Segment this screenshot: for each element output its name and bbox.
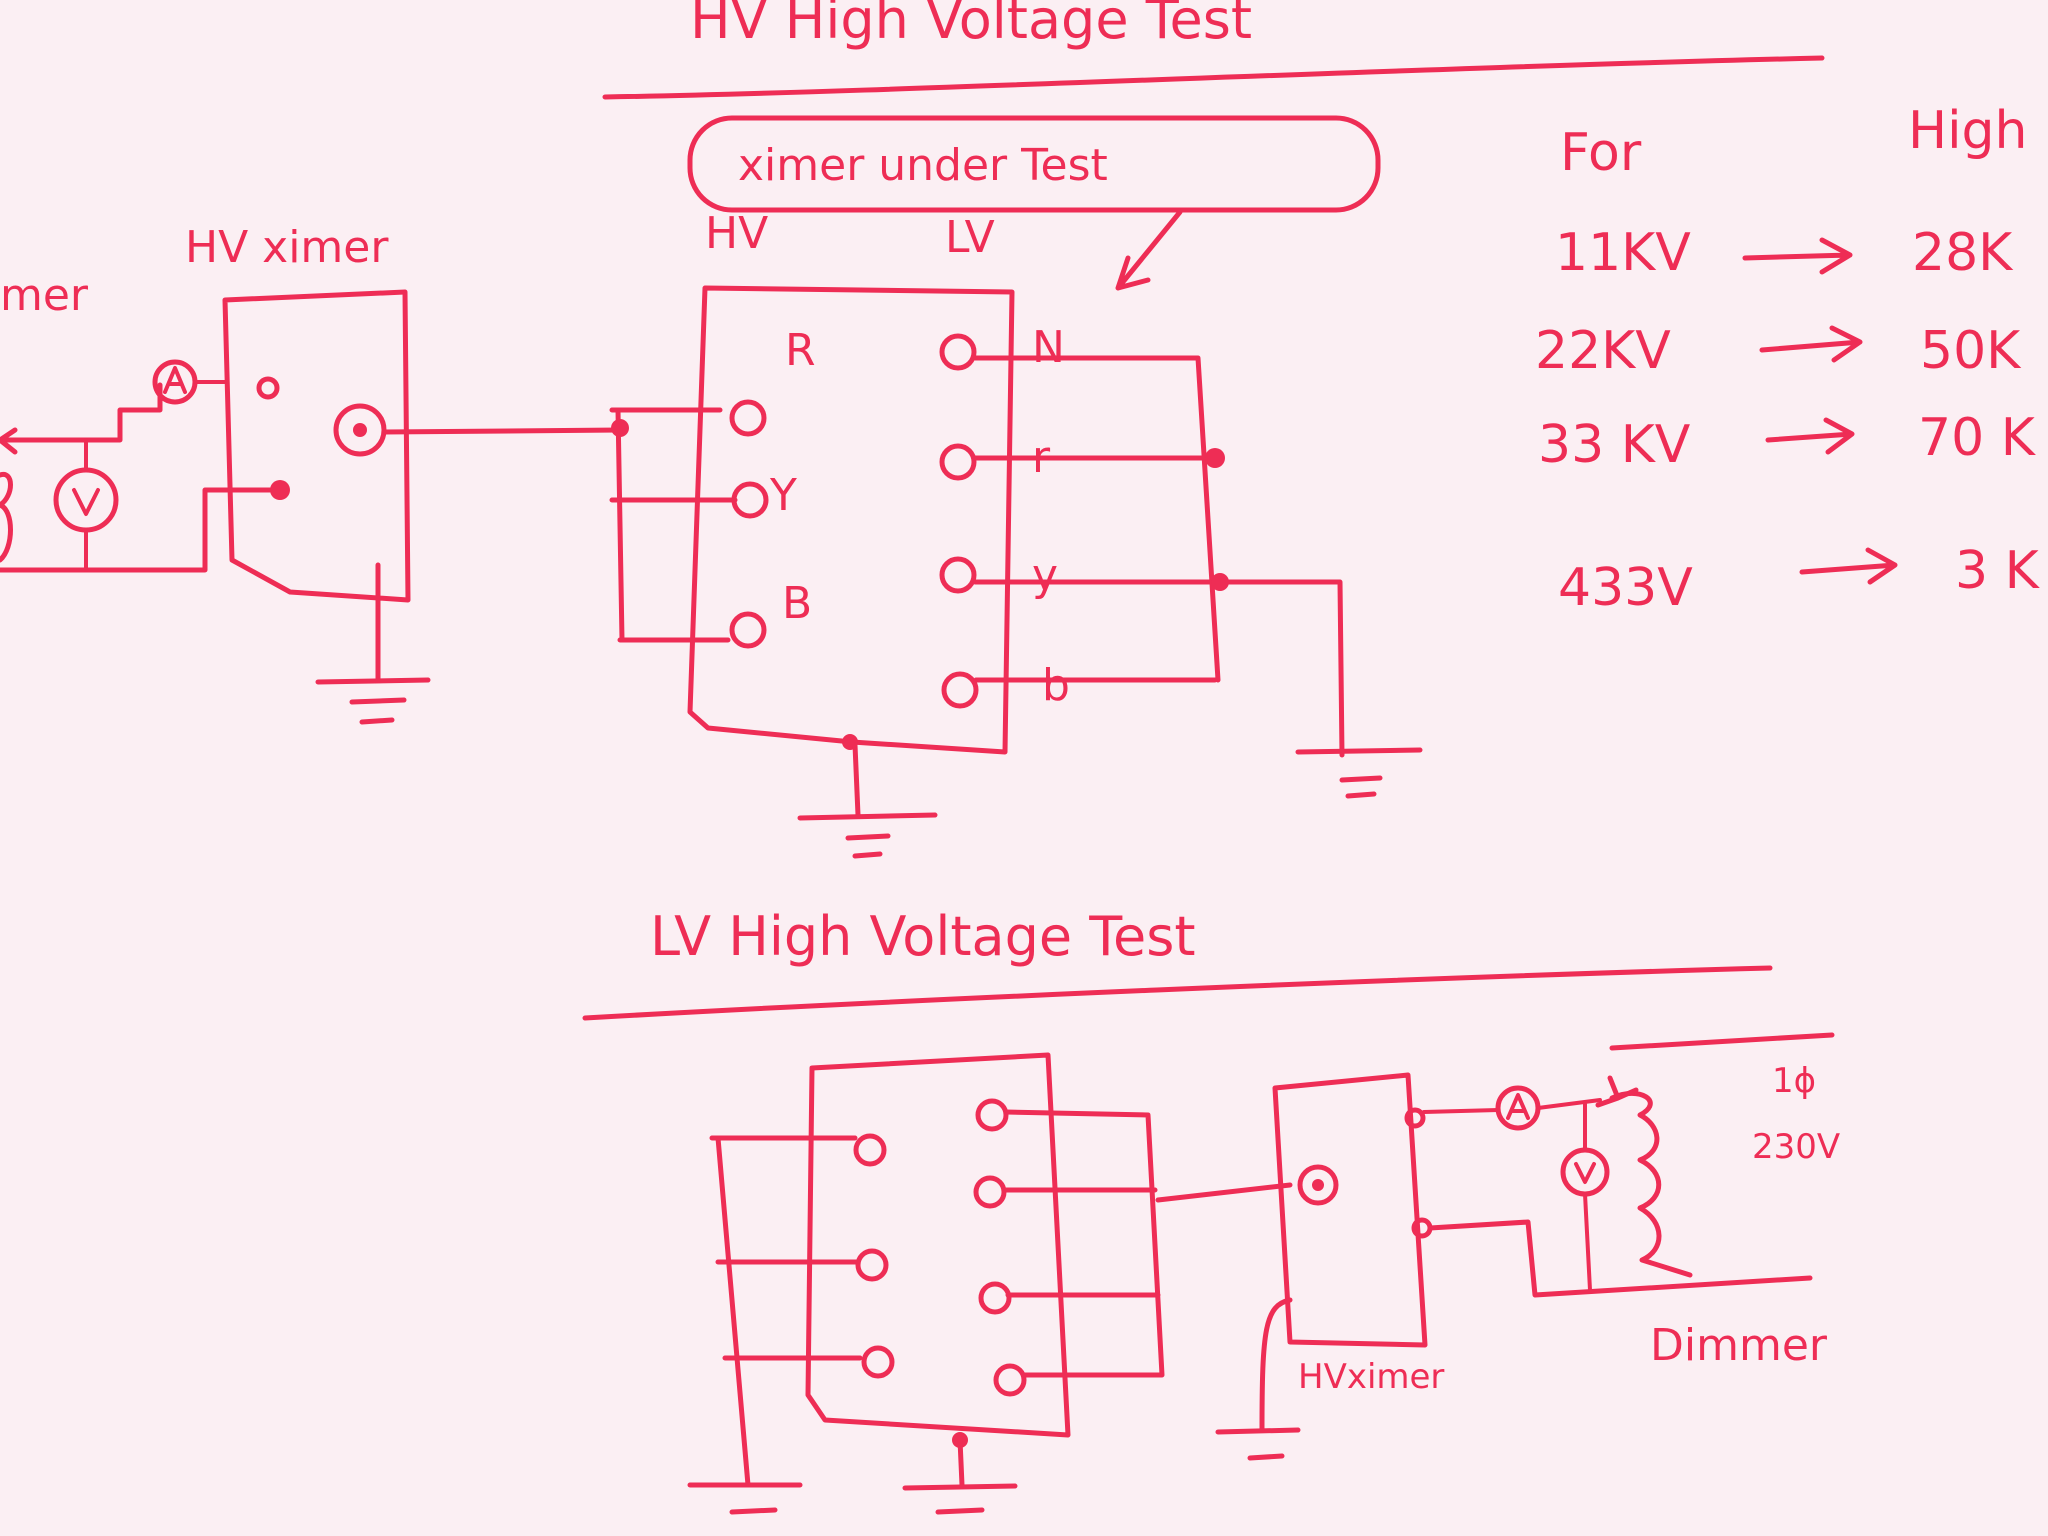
dimmer-label-fragment: mer [0,270,89,321]
supply-phase-label: 1ϕ [1772,1061,1816,1101]
rated-voltage-33kv: 33 KV [1538,415,1691,475]
lv-side-label: LV [945,212,995,263]
lv-terminal-label-n: N [1032,322,1065,373]
hv-section-title: HV High Voltage Test [690,0,1252,51]
lv-test-xmer-ground-icon [902,1432,1018,1515]
lv-terminal-y [939,556,977,594]
lv-section-title: LV High Voltage Test [650,905,1196,968]
voltmeter-icon [53,438,119,572]
test-voltage-28k: 28K [1912,223,2014,283]
ground-icon [315,562,431,725]
rated-voltage-11kv: 11KV [1555,223,1691,283]
dimmer-supply-wire [1609,1032,1835,1051]
test-voltage-table: For High 11KV 28K 22KV 50K 33 KV 70 K 43… [1535,101,2041,618]
lv-test-hv-xmer-label: HVximer [1298,1357,1444,1397]
hv-xmer-box [222,289,411,603]
supply-voltage-label: 230V [1752,1127,1840,1167]
lv-test-hv-terminal-3 [861,1345,895,1379]
hv-test-source-circuit: mer HV ximer [0,222,623,725]
lv-title-underline [582,965,1773,1021]
lv-test-lv-terminal-1 [975,1098,1009,1132]
table-header-for: For [1560,123,1642,183]
hv-terminal-r [729,399,767,437]
lv-test-lv-shorting-bus [1001,1109,1165,1378]
lv-terminal-n [939,333,977,371]
lv-test-lv-terminal-4 [993,1363,1027,1397]
lv-test-xmer-box [805,1052,1071,1438]
hv-terminal-b [729,611,767,649]
xmer-ground-icon [797,734,938,859]
dimmer-return-wire [0,487,273,573]
hv-title-group: HV High Voltage Test [602,0,1825,100]
lv-shorting-bus [972,355,1345,758]
lv-test-lv-terminal-3 [978,1281,1012,1315]
hv-xmer-label: HV ximer [185,222,389,273]
lv-test-hv-shorting-bus [709,1135,863,1488]
hv-xmer-primary-terminal-1 [256,376,280,400]
lv-terminal-b [941,671,979,709]
dimmer-coil [0,471,13,563]
lv-test-hv-xmer-ground-icon [1215,1297,1301,1461]
dimmer-coil [1609,1090,1693,1278]
lv-test-circuit: HVximer 1ϕ 230V Dimmer [687,1032,1840,1515]
xmer-under-test-box [687,285,1015,755]
rated-voltage-22kv: 22KV [1535,321,1671,381]
xmer-under-test-callout [687,115,1381,213]
hv-title-underline [602,55,1825,100]
lv-test-hv-xmer-bushing [1297,1164,1339,1206]
lv-test-voltmeter-icon [1560,1102,1610,1292]
test-voltage-70k: 70 K [1918,408,2037,468]
lv-test-lv-terminal-2 [973,1175,1007,1209]
dimmer-label: Dimmer [1650,1320,1828,1371]
test-voltage-50k: 50K [1920,321,2022,381]
hv-xmer-primary-terminal-2 [270,480,290,500]
dimmer-wiper-arrow [1595,1075,1639,1108]
rated-voltage-433v: 433V [1558,558,1693,618]
dimmer-output-wire [0,382,163,443]
xmer-under-test-label: ximer under Test [738,140,1108,191]
lv-title-group: LV High Voltage Test [582,905,1773,1021]
lv-terminal-r [939,443,977,481]
ammeter-icon [152,359,227,405]
lv-test-hv-ground-icon [687,1482,803,1515]
hv-terminal-y [731,481,769,519]
lv-test-hv-lead [1155,1182,1293,1203]
lv-terminal-label-b: b [1042,660,1070,711]
test-voltage-3k: 3 K [1955,541,2041,601]
hv-terminal-label-b: B [782,578,812,629]
hv-terminal-label-r: R [785,325,816,376]
hv-shorting-bus [609,407,738,643]
lv-test-hv-xmer-box [1272,1072,1428,1348]
callout-pointer-arrow [1115,209,1183,291]
lv-ground-icon [1295,747,1423,799]
hv-output-lead [381,427,623,435]
lv-test-hv-terminal-2 [855,1248,889,1282]
hv-terminal-label-y: Y [769,470,797,521]
lv-test-primary-return-wire [1427,1219,1813,1298]
arrow-icons [1742,237,1898,585]
table-header-high: High [1908,101,2028,161]
lv-test-hv-xmer-primary-terminal-1 [1404,1107,1426,1129]
lv-test-ammeter-icon [1422,1085,1602,1131]
dimmer-arrow [0,427,18,455]
transformer-under-test: ximer under Test HV LV R Y B N r y b [609,115,1423,859]
hv-side-label: HV [705,208,768,259]
lv-test-hv-terminal-1 [853,1133,887,1167]
lv-terminal-label-y: y [1032,550,1058,601]
